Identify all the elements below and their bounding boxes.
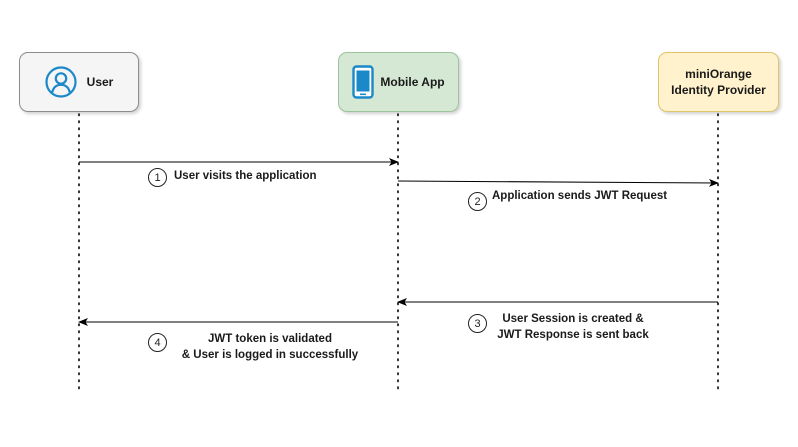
actor-idp-label-line2: Identity Provider xyxy=(671,83,766,97)
mobile-phone-icon xyxy=(352,65,375,99)
step-4-label-line2: & User is logged in successfully xyxy=(181,349,359,361)
step-3-label-line1: User Session is created & xyxy=(502,313,644,325)
actor-mobile-app-label: Mobile App xyxy=(380,75,445,89)
step-3-badge: 3 xyxy=(468,314,487,333)
step-1-label: User visits the application xyxy=(174,170,317,182)
actor-identity-provider-box: miniOrange Identity Provider xyxy=(658,52,779,112)
actor-mobile-app-box: Mobile App xyxy=(338,52,459,112)
arrow-step-2 xyxy=(397,178,719,187)
step-4-label-line1: JWT token is validated xyxy=(208,333,332,345)
step-2-label: Application sends JWT Request xyxy=(492,190,668,202)
step-4-badge: 4 xyxy=(148,333,167,352)
actor-user-label: User xyxy=(86,75,114,89)
user-circle-icon xyxy=(45,66,77,98)
step-3-label-line2: JWT Response is sent back xyxy=(497,329,649,341)
actor-idp-label-line1: miniOrange xyxy=(685,67,752,81)
step-2-badge: 2 xyxy=(468,192,487,211)
step-1-badge: 1 xyxy=(148,168,167,187)
step-3-label: User Session is created & JWT Response i… xyxy=(492,311,654,343)
actor-user-box: User xyxy=(19,52,139,112)
step-4-label: JWT token is validated & User is logged … xyxy=(168,331,372,363)
